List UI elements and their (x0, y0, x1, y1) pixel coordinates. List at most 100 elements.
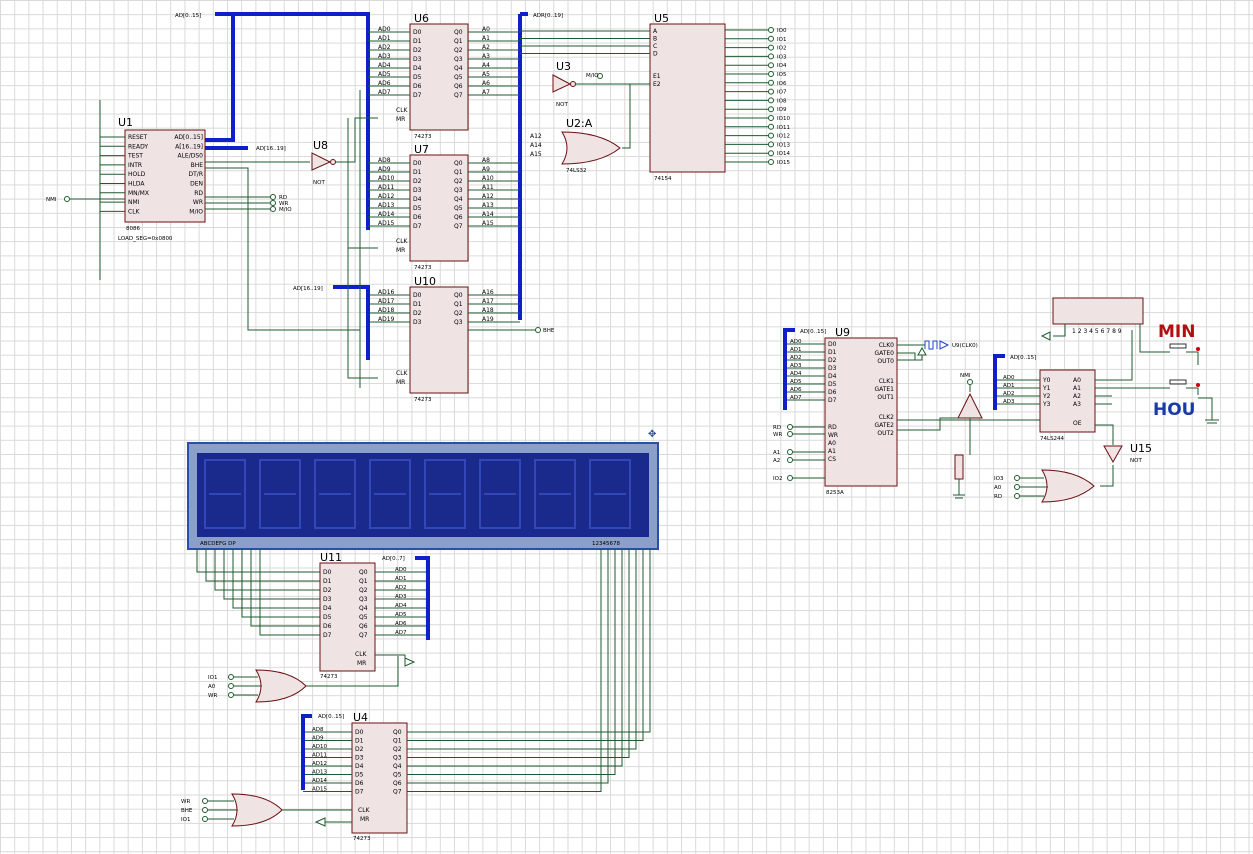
u6-out-0: A0 (482, 26, 490, 33)
gate-or-u4[interactable]: WR BHE IO1 (181, 793, 352, 827)
u5-ref: U5 (654, 12, 669, 25)
gate-or-u11[interactable]: IO1 A0 WR (208, 656, 399, 703)
u10-in-0: AD16 (378, 289, 395, 296)
u9-right-0: CLK0 (879, 342, 894, 349)
u6-in-1: AD1 (378, 35, 391, 42)
u10-bus-label: AD[16..19] (293, 286, 323, 292)
u10-d-1: D1 (413, 301, 422, 308)
u6-out-4: A4 (482, 62, 490, 69)
u7-ref: U7 (414, 143, 429, 156)
gate-or-u15[interactable]: IO3 A0 RD (994, 469, 1095, 503)
gate-u8[interactable]: U8 NOT (311, 117, 378, 186)
u7-out-4: A12 (482, 193, 494, 200)
u9-ad-5: AD5 (790, 379, 802, 385)
u4-ref: U4 (353, 711, 368, 724)
lcd-digit (424, 459, 466, 529)
u10-part: 74273 (414, 397, 432, 403)
nmi-buffer[interactable]: NMI (897, 373, 1040, 499)
u1-ref: U1 (118, 116, 133, 129)
u6-d-3: D3 (413, 56, 422, 63)
u10-d-2: D2 (413, 310, 422, 317)
u9-control-inputs[interactable]: RD WR A1 A2 IO2 (773, 424, 825, 483)
u9-left-2: D2 (828, 357, 837, 364)
u14-y-3: Y3 (1042, 401, 1051, 408)
bus-top-right[interactable]: ADR[0..19] (518, 12, 563, 320)
u10-ref: U10 (414, 275, 436, 288)
u7-in-0: AD8 (378, 157, 391, 164)
u4-part: 74273 (353, 836, 371, 842)
u11-q-6: Q6 (359, 623, 368, 630)
u6-d-4: D4 (413, 65, 422, 72)
u5-in-3: D (653, 51, 658, 58)
u4-in-1: AD9 (312, 736, 324, 742)
u1-right-pin-5: DEN (190, 181, 203, 188)
u9-ad-0: AD0 (790, 339, 802, 345)
u1-left-pin-0: RESET (128, 134, 148, 141)
u10-in-2: AD18 (378, 307, 395, 314)
u11-out-6: AD6 (395, 621, 407, 627)
u11-d-0: D0 (323, 569, 332, 576)
u11-q-7: Q7 (359, 632, 368, 639)
u7-in-5: AD13 (378, 202, 395, 209)
u9-left-1: D1 (828, 349, 837, 356)
u5-out-6: IO6 (777, 81, 787, 87)
u6-q-2: Q2 (454, 47, 463, 54)
u1-right-pin-1: A[16..19] (175, 143, 203, 150)
u7-out-7: A15 (482, 220, 494, 227)
u6-in-3: AD3 (378, 53, 391, 60)
u10-bhe: BHE (543, 328, 555, 334)
u7-d-0: D0 (413, 160, 422, 167)
u5-out-15: IO15 (777, 160, 790, 166)
hou-label: HOU (1153, 400, 1195, 420)
min-button[interactable]: MIN (1158, 322, 1200, 365)
u7-out-0: A8 (482, 157, 490, 164)
u9-left-6: D6 (828, 389, 837, 396)
u9-right-1: GATE0 (874, 350, 894, 357)
svg-text:MR: MR (357, 660, 366, 667)
u9-left-7: D7 (828, 397, 837, 404)
u4-q-7: Q7 (393, 789, 402, 796)
u6-q-0: Q0 (454, 29, 463, 36)
gate-u3[interactable]: U3 NOT M/IO (552, 60, 650, 108)
u4-in-6: AD14 (312, 778, 327, 784)
gate-u15[interactable]: U15 NOT (1100, 442, 1152, 487)
u7-in-6: AD14 (378, 211, 395, 218)
u6-part: 74273 (414, 134, 432, 140)
u7-q-1: Q1 (454, 169, 463, 176)
u1-right-pin-0: AD[0..15] (174, 134, 203, 141)
u9-left-10: A0 (828, 440, 836, 447)
u6-in-2: AD2 (378, 44, 391, 51)
svg-text:A2: A2 (1073, 393, 1081, 400)
chip-u9[interactable]: U9 8253A D0AD0D1AD1D2AD2D3AD3D4AD4D5AD5D… (783, 326, 978, 496)
hou-button[interactable]: HOU (1153, 379, 1219, 424)
u9-left-5: D5 (828, 381, 837, 388)
u1-rd: RD (279, 195, 287, 201)
u6-in-4: AD4 (378, 62, 391, 69)
u9-ad-3: AD3 (790, 363, 802, 369)
u9-right-5: OUT1 (877, 394, 894, 401)
u7-in-1: AD9 (378, 166, 391, 173)
u7-in-3: AD11 (378, 184, 395, 191)
u11-out-3: AD3 (395, 594, 407, 600)
u9-right-2: OUT0 (877, 358, 894, 365)
u5-out-12: IO12 (777, 134, 790, 140)
svg-text:OE: OE (1073, 420, 1082, 427)
u9-a2: A2 (773, 458, 780, 464)
u11-d-7: D7 (323, 632, 332, 639)
chip-u5[interactable]: U5 74154 ABCDE1E2IO0IO1IO2IO3IO4IO5IO6IO… (520, 12, 790, 182)
u4-q-2: Q2 (393, 746, 402, 753)
u4-in-4: AD12 (312, 761, 327, 767)
gate-u2a[interactable]: U2:A 74LS32 A12 A14 A15 (530, 83, 650, 174)
chip-u1[interactable]: U1 8086 LOAD_SEG=0x0800 RESETREADYTESTIN… (46, 100, 360, 331)
u11-out-0: AD0 (395, 567, 407, 573)
u10-out-2: A18 (482, 307, 494, 314)
u9-ad-1: AD1 (790, 347, 802, 353)
u10-q-2: Q2 (454, 310, 463, 317)
